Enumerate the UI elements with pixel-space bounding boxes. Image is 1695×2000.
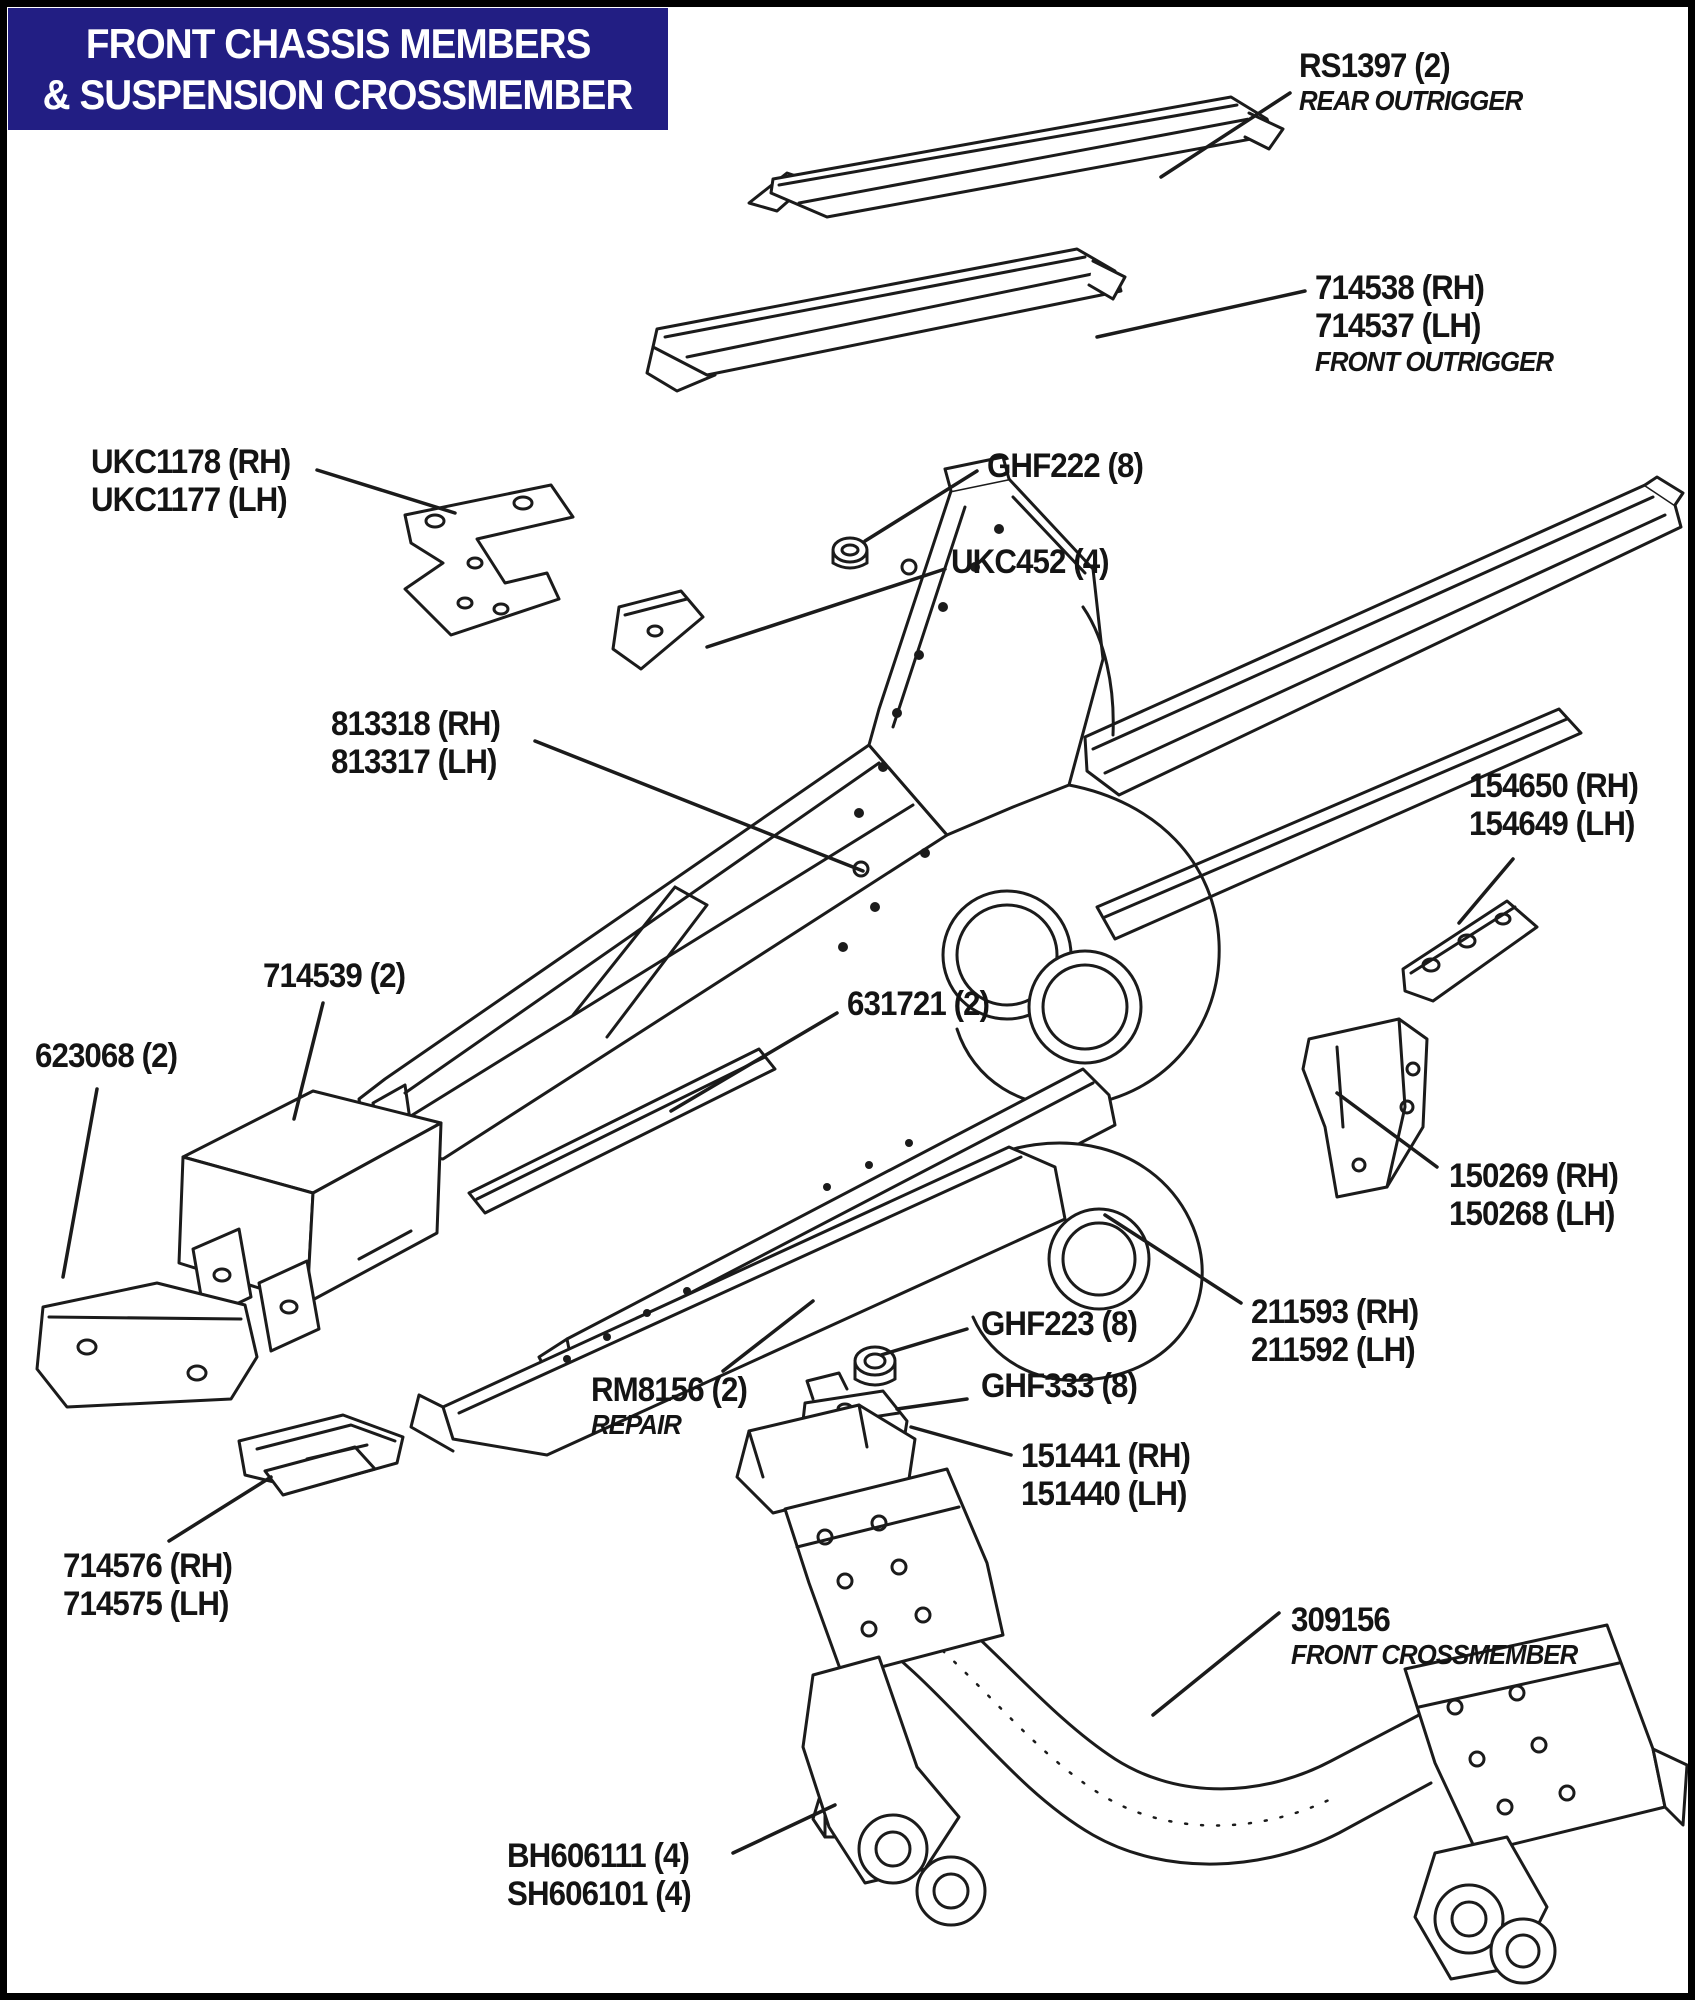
leader-front-outrigger [1095, 289, 1307, 339]
title-banner: FRONT CHASSIS MEMBERS & SUSPENSION CROSS… [8, 8, 668, 130]
part-number: 154650 (RH) [1469, 767, 1639, 805]
part-number: BH606111 (4) [507, 1837, 690, 1875]
part-number: UKC452 (4) [951, 543, 1110, 581]
part-number: UKC1178 (RH) [91, 443, 291, 481]
part-number: SH606101 (4) [507, 1875, 692, 1914]
title-line-1: FRONT CHASSIS MEMBERS [85, 19, 591, 67]
chassis-member-drawing [357, 455, 1685, 1161]
part-number: 813317 (LH) [331, 743, 497, 782]
support-box-714539-drawing [177, 1089, 443, 1353]
ukc452-strip-drawing [611, 589, 705, 671]
part-number: 813318 (RH) [331, 705, 501, 743]
leader-813318 [533, 739, 865, 873]
part-label-151441: 151441 (RH)151440 (LH) [1021, 1437, 1191, 1514]
part-number: 151440 (LH) [1021, 1475, 1187, 1514]
part-label-631721: 631721 (2) [847, 985, 990, 1023]
front-outrigger-drawing [645, 247, 1127, 393]
leader-151441 [909, 1425, 1013, 1457]
part-number: UKC1177 (LH) [91, 481, 288, 520]
part-number: GHF223 (8) [981, 1305, 1138, 1343]
part-number: 151441 (RH) [1021, 1437, 1191, 1475]
part-label-623068: 623068 (2) [35, 1037, 178, 1075]
part-label-bh606111: BH606111 (4)SH606101 (4) [507, 1837, 692, 1914]
bracket-154650-drawing [1401, 899, 1539, 1003]
part-label-714539: 714539 (2) [263, 957, 406, 995]
ukc1178-bracket-drawing [403, 483, 575, 637]
leader-ghf222 [863, 469, 979, 543]
exploded-parts-artwork [35, 91, 1688, 1985]
leader-rm8156 [721, 1299, 815, 1373]
part-caption: REAR OUTRIGGER [1299, 85, 1523, 117]
leader-631721 [669, 1011, 839, 1113]
bracket-714576-drawing [237, 1413, 405, 1497]
part-number: 714539 (2) [263, 957, 406, 995]
front-section-drawing [409, 1141, 1204, 1457]
part-number: 150269 (RH) [1449, 1157, 1619, 1195]
leader-154650 [1457, 857, 1515, 925]
part-number: 714538 (RH) [1315, 269, 1485, 307]
part-label-ghf333: GHF333 (8) [981, 1367, 1138, 1405]
packing-strip-drawing [467, 1047, 777, 1215]
part-number: 623068 (2) [35, 1037, 178, 1075]
part-label-ukc1178: UKC1178 (RH)UKC1177 (LH) [91, 443, 291, 520]
title-line-2: & SUSPENSION CROSSMEMBER [43, 71, 634, 118]
leader-714576 [167, 1475, 273, 1543]
leader-rs1397 [1159, 91, 1292, 179]
leader-ghf223 [879, 1327, 969, 1357]
part-number: RM8156 (2) [591, 1371, 748, 1409]
part-number: GHF222 (8) [987, 447, 1144, 485]
part-number: 309156 [1291, 1601, 1391, 1639]
part-number: 154649 (LH) [1469, 805, 1635, 844]
leader-150269 [1335, 1091, 1439, 1169]
leader-309156 [1151, 1611, 1281, 1717]
part-number: 714537 (LH) [1315, 307, 1481, 346]
part-caption: FRONT CROSSMEMBER [1291, 1639, 1578, 1671]
part-label-ghf222: GHF222 (8) [987, 447, 1144, 485]
part-label-front-outrigger: 714538 (RH)714537 (LH)FRONT OUTRIGGER [1315, 269, 1554, 378]
part-label-rs1397: RS1397 (2)REAR OUTRIGGER [1299, 47, 1523, 118]
part-label-ukc452: UKC452 (4) [951, 543, 1110, 581]
leader-lines [61, 91, 1515, 1855]
part-number: GHF333 (8) [981, 1367, 1138, 1405]
part-number: 714575 (LH) [63, 1585, 229, 1624]
bracket-623068-drawing [35, 1281, 259, 1409]
part-number: RS1397 (2) [1299, 47, 1451, 85]
part-number: 631721 (2) [847, 985, 990, 1023]
leader-ukc452 [705, 567, 947, 649]
leader-211593 [1103, 1213, 1243, 1305]
leader-ukc1178 [315, 468, 457, 515]
part-label-714576: 714576 (RH)714575 (LH) [63, 1547, 233, 1624]
crossmember-drawing [735, 1403, 1688, 1985]
leader-bh606111 [731, 1803, 837, 1855]
leader-714539 [292, 1001, 325, 1121]
leader-ghf333 [895, 1397, 969, 1411]
part-number: 150268 (LH) [1449, 1195, 1615, 1234]
rear-outrigger-drawing [747, 95, 1285, 219]
part-label-813318: 813318 (RH)813317 (LH) [331, 705, 501, 782]
part-number: 714576 (RH) [63, 1547, 233, 1585]
part-label-150269: 150269 (RH)150268 (LH) [1449, 1157, 1619, 1234]
ghf222-nut-drawing [831, 536, 869, 570]
part-label-rm8156: RM8156 (2)REPAIR [591, 1371, 748, 1442]
bracket-150269-drawing [1301, 1017, 1429, 1199]
part-label-154650: 154650 (RH)154649 (LH) [1469, 767, 1639, 844]
part-caption: FRONT OUTRIGGER [1315, 345, 1554, 377]
part-number: 211592 (LH) [1251, 1331, 1416, 1370]
part-label-211593: 211593 (RH)211592 (LH) [1251, 1293, 1419, 1370]
part-number: 211593 (RH) [1251, 1293, 1419, 1331]
part-label-ghf223: GHF223 (8) [981, 1305, 1138, 1343]
ghf223-nut-drawing [853, 1345, 897, 1387]
part-caption: REPAIR [591, 1409, 682, 1441]
leader-623068 [61, 1087, 99, 1279]
